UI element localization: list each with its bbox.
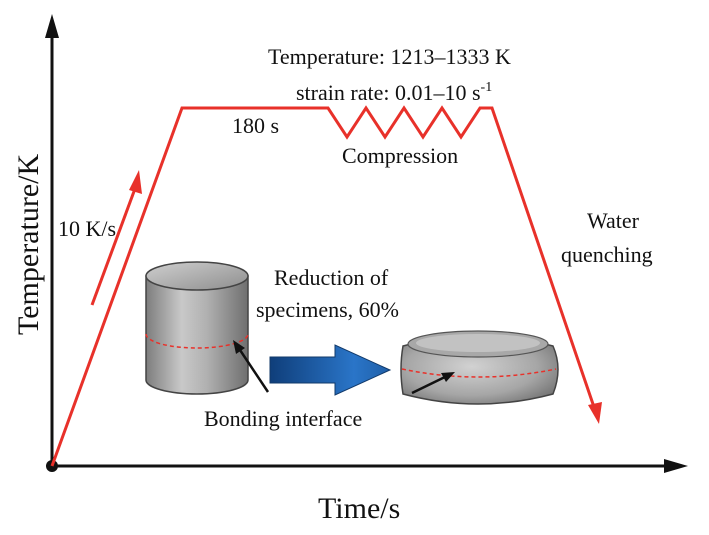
x-axis-arrowhead — [664, 459, 688, 473]
deformation-arrow — [269, 344, 392, 396]
axes — [45, 14, 688, 473]
cylinder-interface-line — [145, 333, 249, 349]
reduction-label: Reduction of — [274, 265, 389, 290]
profile-line — [50, 105, 597, 467]
water-label: Water — [587, 208, 640, 233]
strain-rate-label: strain rate: 0.01–10 s-1 — [296, 80, 492, 105]
quench-arrowhead — [588, 402, 602, 424]
temperature-label: Temperature: 1213–1333 K — [268, 44, 511, 69]
heating-rate-label: 10 K/s — [58, 216, 116, 241]
quenching-label: quenching — [561, 242, 653, 267]
x-axis-title: Time/s — [318, 492, 400, 525]
barrel-interface-line — [401, 368, 557, 378]
y-axis-arrowhead — [45, 14, 59, 38]
specimens-label: specimens, 60% — [256, 297, 399, 322]
heating-rate-arrow — [90, 170, 142, 306]
y-axis-title: Temperature/K — [12, 154, 45, 335]
bonding-interface-label: Bonding interface — [204, 406, 362, 431]
compression-label: Compression — [342, 143, 458, 168]
temperature-profile — [50, 105, 602, 467]
cylinder-specimen — [145, 261, 270, 395]
compressed-specimen — [400, 330, 559, 405]
strain-rate-exponent: -1 — [481, 80, 493, 95]
hold-time-label: 180 s — [232, 113, 279, 138]
